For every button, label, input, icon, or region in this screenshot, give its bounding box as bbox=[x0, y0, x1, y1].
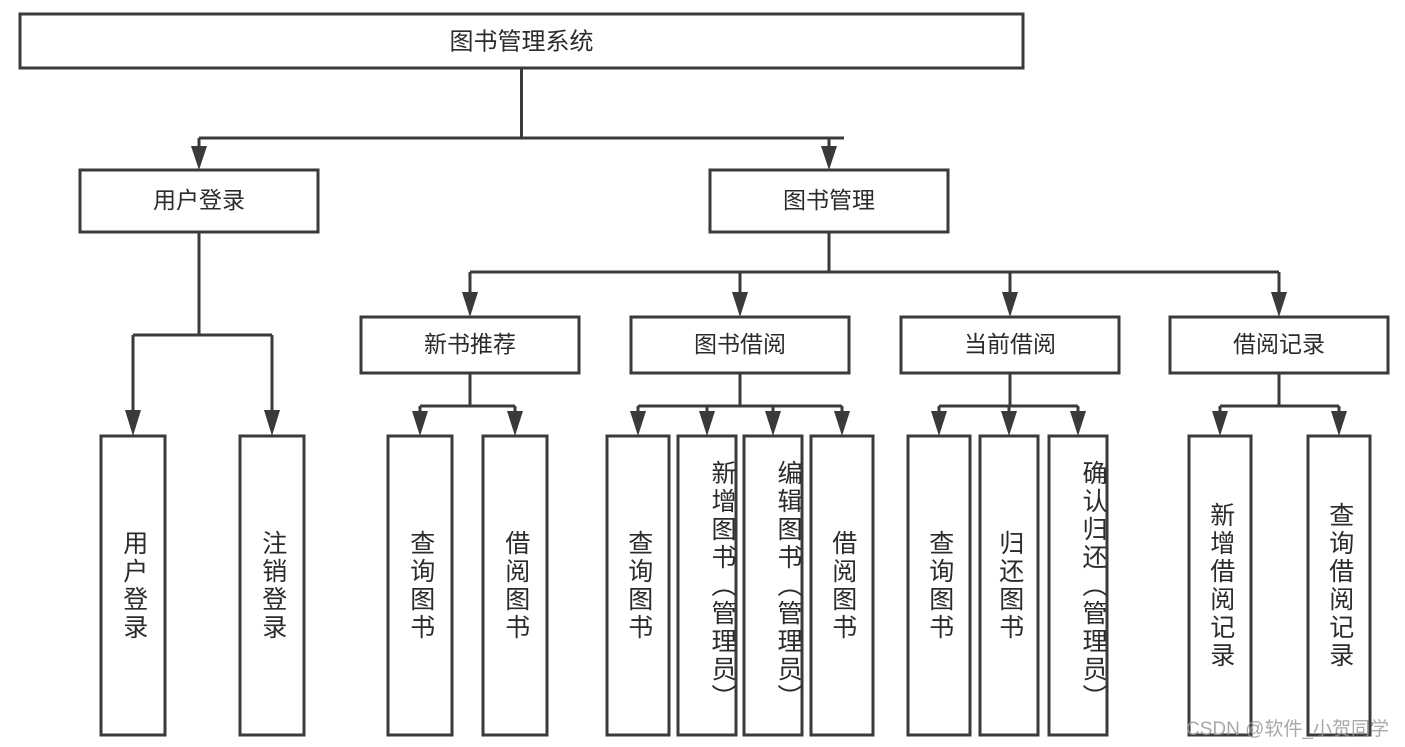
node-leaf-logout[interactable] bbox=[238, 434, 306, 737]
arrow-icon bbox=[264, 410, 280, 436]
node-leaf-user-login[interactable] bbox=[99, 434, 167, 737]
node-user-login[interactable]: 用户登录 bbox=[78, 168, 320, 234]
arrow-icon bbox=[191, 146, 207, 170]
node-leaf-query-record[interactable] bbox=[1306, 434, 1372, 737]
connector-root-to-level2 bbox=[191, 68, 844, 170]
arrow-icon bbox=[834, 411, 850, 436]
arrow-icon bbox=[732, 292, 748, 317]
arrow-icon bbox=[699, 411, 715, 436]
node-book-manage[interactable]: 图书管理 bbox=[708, 168, 950, 234]
node-book-borrow[interactable]: 图书借阅 bbox=[629, 315, 851, 375]
connector-currentborrow-to-leaves bbox=[931, 373, 1086, 436]
arrow-icon bbox=[765, 411, 781, 436]
node-label: 当前借阅 bbox=[964, 331, 1056, 357]
connector-newbook-to-leaves bbox=[412, 373, 523, 436]
leaf-boxes bbox=[99, 434, 1372, 737]
node-leaf-borrow-book-2[interactable] bbox=[809, 434, 875, 737]
arrow-icon bbox=[462, 292, 478, 317]
node-label: 图书管理 bbox=[783, 187, 875, 213]
node-leaf-edit-book[interactable] bbox=[742, 434, 804, 737]
csdn-watermark: CSDN @软件_小贺同学 bbox=[1186, 719, 1389, 740]
connector-bookborrow-to-leaves bbox=[630, 373, 850, 436]
arrow-icon bbox=[821, 146, 837, 170]
node-leaf-borrow-book-1[interactable] bbox=[481, 434, 549, 737]
connector-userlogin-to-leaves bbox=[125, 232, 280, 436]
arrow-icon bbox=[931, 411, 947, 436]
arrow-icon bbox=[1331, 411, 1347, 436]
node-leaf-add-record[interactable] bbox=[1187, 434, 1253, 737]
node-label: 图书管理系统 bbox=[450, 28, 594, 55]
arrow-icon bbox=[1271, 292, 1287, 317]
node-book-management-system[interactable]: 图书管理系统 bbox=[18, 12, 1025, 70]
arrow-icon bbox=[507, 411, 523, 436]
arrow-icon bbox=[1001, 411, 1017, 436]
node-current-borrow[interactable]: 当前借阅 bbox=[899, 315, 1121, 375]
node-leaf-confirm-return[interactable] bbox=[1047, 434, 1109, 737]
arrow-icon bbox=[1212, 411, 1228, 436]
arrow-icon bbox=[1002, 292, 1018, 317]
arrow-icon bbox=[630, 411, 646, 436]
node-leaf-add-book[interactable] bbox=[676, 434, 738, 737]
arrow-icon bbox=[1070, 411, 1086, 436]
node-leaf-return-book[interactable] bbox=[978, 434, 1040, 737]
arrow-icon bbox=[125, 410, 141, 436]
node-new-book-recommend[interactable]: 新书推荐 bbox=[359, 315, 581, 375]
connector-borrowrecord-to-leaves bbox=[1212, 373, 1347, 436]
node-borrow-record[interactable]: 借阅记录 bbox=[1168, 315, 1390, 375]
arrow-icon bbox=[412, 411, 428, 436]
node-leaf-query-book-1[interactable] bbox=[386, 434, 454, 737]
node-leaf-query-book-2[interactable] bbox=[605, 434, 671, 737]
connector-bookmanage-to-level3 bbox=[462, 232, 1287, 317]
node-leaf-query-book-3[interactable] bbox=[906, 434, 972, 737]
node-label: 用户登录 bbox=[153, 187, 245, 213]
node-label: 图书借阅 bbox=[694, 331, 786, 357]
node-label: 借阅记录 bbox=[1233, 331, 1325, 357]
node-label: 新书推荐 bbox=[424, 331, 516, 357]
